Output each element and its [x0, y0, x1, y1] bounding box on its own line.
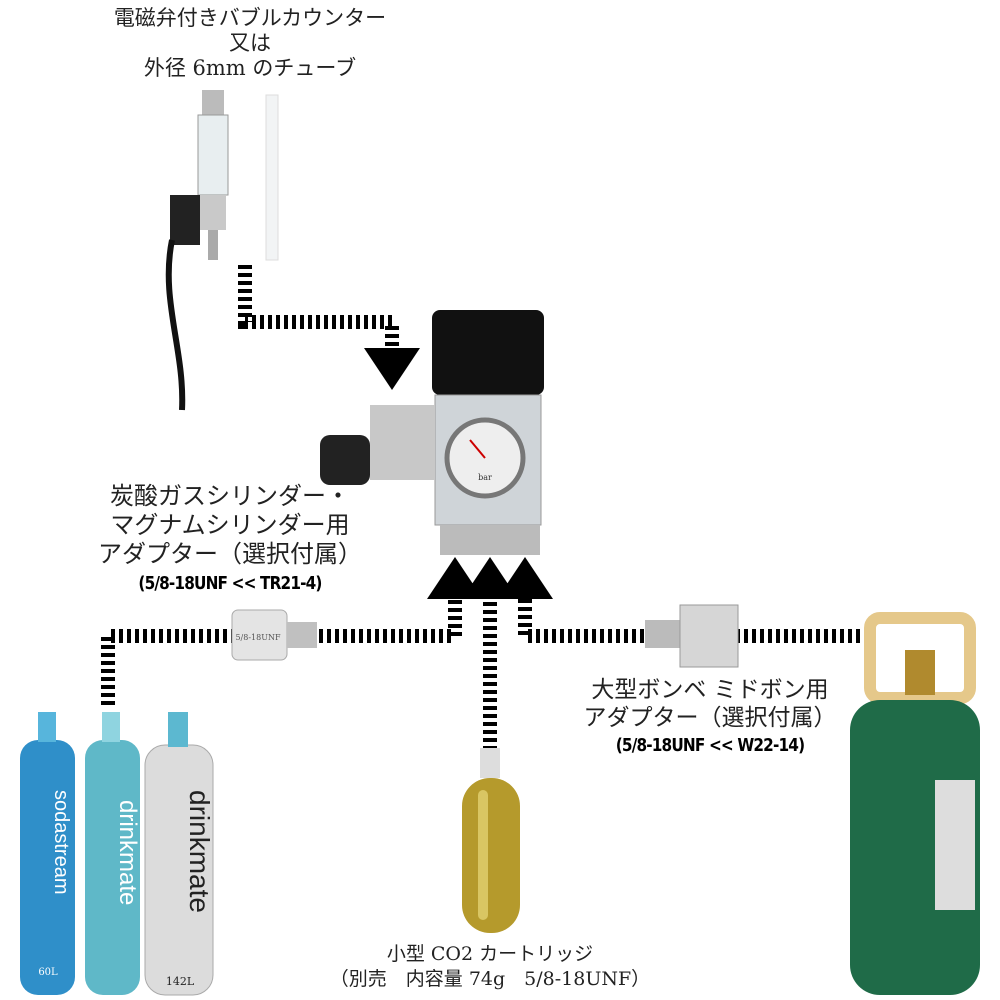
gauge-unit: bar — [478, 473, 492, 482]
soda-cylinders-image: sodastream 60L drinkmate drinkmate 142L — [20, 712, 215, 996]
label-line: 又は — [229, 31, 271, 55]
label-line: （別売 内容量 74g 5/8-18UNF） — [329, 968, 651, 990]
drinkmate-logo-2: drinkmate — [184, 790, 215, 913]
cyl1-size: 60L — [38, 967, 58, 978]
bubble-counter-label: 電磁弁付きバブルカウンター 又は 外径 6mm のチューブ — [80, 6, 420, 81]
flow-arrow-right — [497, 557, 860, 643]
label-line: アダプター（選択付属） — [583, 705, 837, 731]
drinkmate-logo-1: drinkmate — [114, 800, 141, 905]
soda-adapter-image: 5/8-18UNF — [231, 609, 317, 661]
label-line: 小型 CO2 カートリッジ — [386, 943, 594, 965]
co2-cartridge-image — [462, 748, 520, 933]
label-line: 外径 6mm のチューブ — [143, 56, 357, 80]
label-line: 炭酸ガスシリンダー・ — [110, 482, 350, 510]
large-adapter-spec: (5/8-18UNF << W22-14) — [615, 735, 805, 756]
sodastream-logo: sodastream — [50, 790, 72, 895]
adapter-marking: 5/8-18UNF — [235, 633, 281, 642]
large-adapter-label: 大型ボンベ ミドボン用 アダプター（選択付属） (5/8-18UNF << W2… — [555, 676, 865, 760]
large-adapter-image — [645, 604, 739, 668]
label-line: 大型ボンベ ミドボン用 — [591, 677, 829, 703]
label-line: マグナムシリンダー用 — [110, 511, 350, 539]
soda-adapter-spec: (5/8-18UNF << TR21-4) — [138, 573, 322, 594]
large-tank-image — [850, 612, 980, 995]
cartridge-label: 小型 CO2 カートリッジ （別売 内容量 74g 5/8-18UNF） — [300, 942, 680, 992]
regulator-image: bar — [320, 310, 544, 555]
bubble-counter-image — [165, 90, 279, 411]
label-line: 電磁弁付きバブルカウンター — [113, 6, 387, 30]
cyl3-size: 142L — [166, 975, 195, 988]
flow-arrow-top — [238, 265, 420, 390]
soda-adapter-label: 炭酸ガスシリンダー・ マグナムシリンダー用 アダプター（選択付属） (5/8-1… — [80, 482, 380, 598]
label-line: アダプター（選択付属） — [98, 540, 362, 568]
